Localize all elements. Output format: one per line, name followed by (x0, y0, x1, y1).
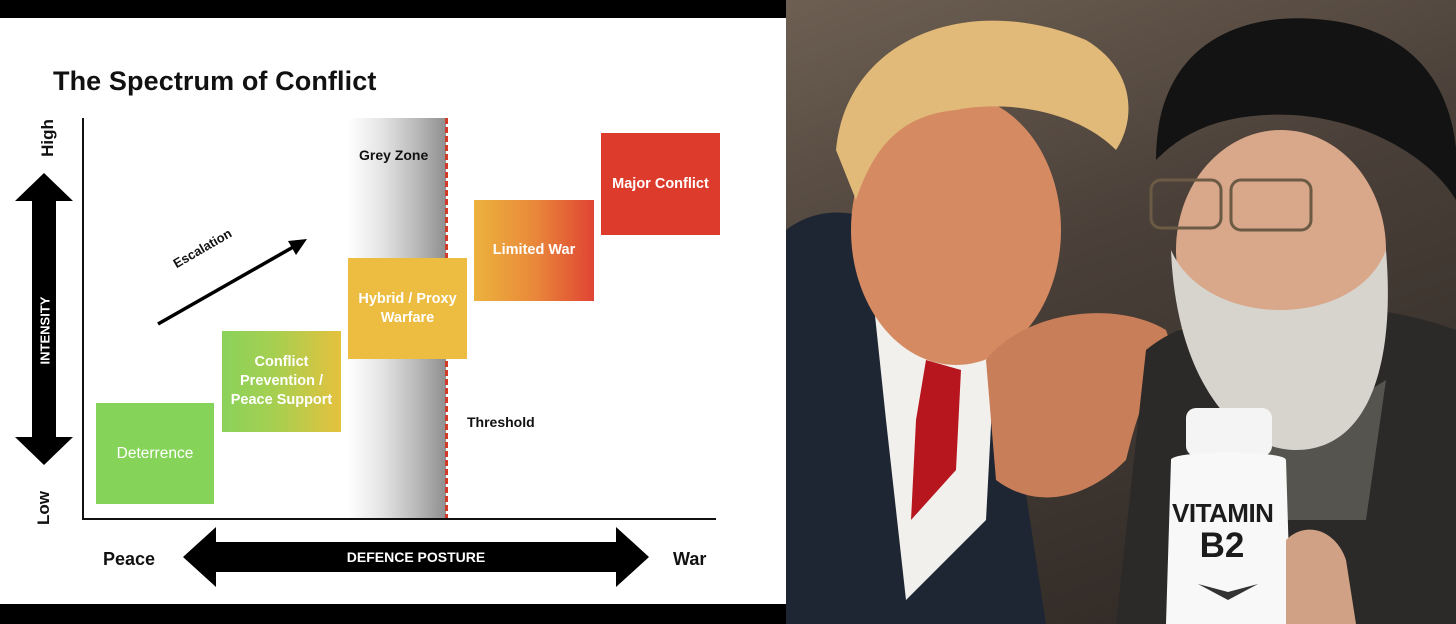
left-figure-hand (986, 313, 1176, 498)
stage-label-limited-war: Limited War (492, 242, 576, 258)
stage-label-conflict-prevention: Conflict Prevention / Peace Support (230, 354, 333, 408)
intensity-axis-label: INTENSITY (37, 296, 53, 365)
arrows-layer (15, 173, 649, 587)
stage-box-limited-war: Limited War (474, 200, 594, 301)
stage-box-hybrid-proxy-warfare: Hybrid / Proxy Warfare (348, 258, 467, 359)
escalation-arrow (157, 244, 296, 326)
defence-posture-label: DEFENCE POSTURE (346, 549, 486, 565)
bottle-logo-icon (1198, 584, 1258, 600)
intensity-low-label: Low (34, 491, 53, 525)
stage-box-deterrence: Deterrence (96, 403, 214, 504)
stage-label-hybrid-proxy-warfare: Hybrid / Proxy Warfare (358, 290, 457, 326)
grey-zone-label: Grey Zone (359, 147, 429, 163)
defence-posture-double-arrow (183, 527, 649, 587)
right-figure-hand (1286, 529, 1356, 624)
bottle-label-line2: B2 (1199, 526, 1245, 565)
left-figure-face (851, 95, 1061, 365)
intensity-high-label: High (38, 119, 57, 157)
x-axis-line (82, 518, 716, 520)
photo-illustration (786, 18, 1456, 624)
stage-box-major-conflict: Major Conflict (601, 133, 720, 235)
escalation-arrowhead (288, 239, 307, 255)
bottle-label-line1: VITAMIN (1172, 498, 1274, 528)
peace-label: Peace (103, 549, 156, 569)
glasses-right-lens (1229, 178, 1313, 232)
intensity-double-arrow (15, 173, 73, 465)
stage-box-conflict-prevention: Conflict Prevention / Peace Support (222, 331, 341, 432)
vitamin-bottle (1166, 452, 1291, 624)
spectrum-of-conflict-diagram: The Spectrum of Conflict High Low INTENS… (0, 18, 786, 604)
threshold-label: Threshold (467, 414, 535, 430)
right-figure-turban (1156, 18, 1456, 200)
y-axis-line (82, 118, 84, 520)
glasses-left-lens (1149, 178, 1223, 230)
photo-panel (786, 0, 1456, 624)
right-figure-beard (1171, 250, 1388, 450)
stage-label-major-conflict: Major Conflict (612, 175, 709, 192)
diagram-title: The Spectrum of Conflict (53, 66, 377, 96)
left-figure-tie (911, 360, 961, 520)
stage-label-deterrence: Deterrence (116, 445, 194, 462)
war-label: War (673, 549, 707, 569)
vitamin-bottle-cap (1186, 408, 1272, 456)
left-figure-hair (836, 20, 1129, 200)
